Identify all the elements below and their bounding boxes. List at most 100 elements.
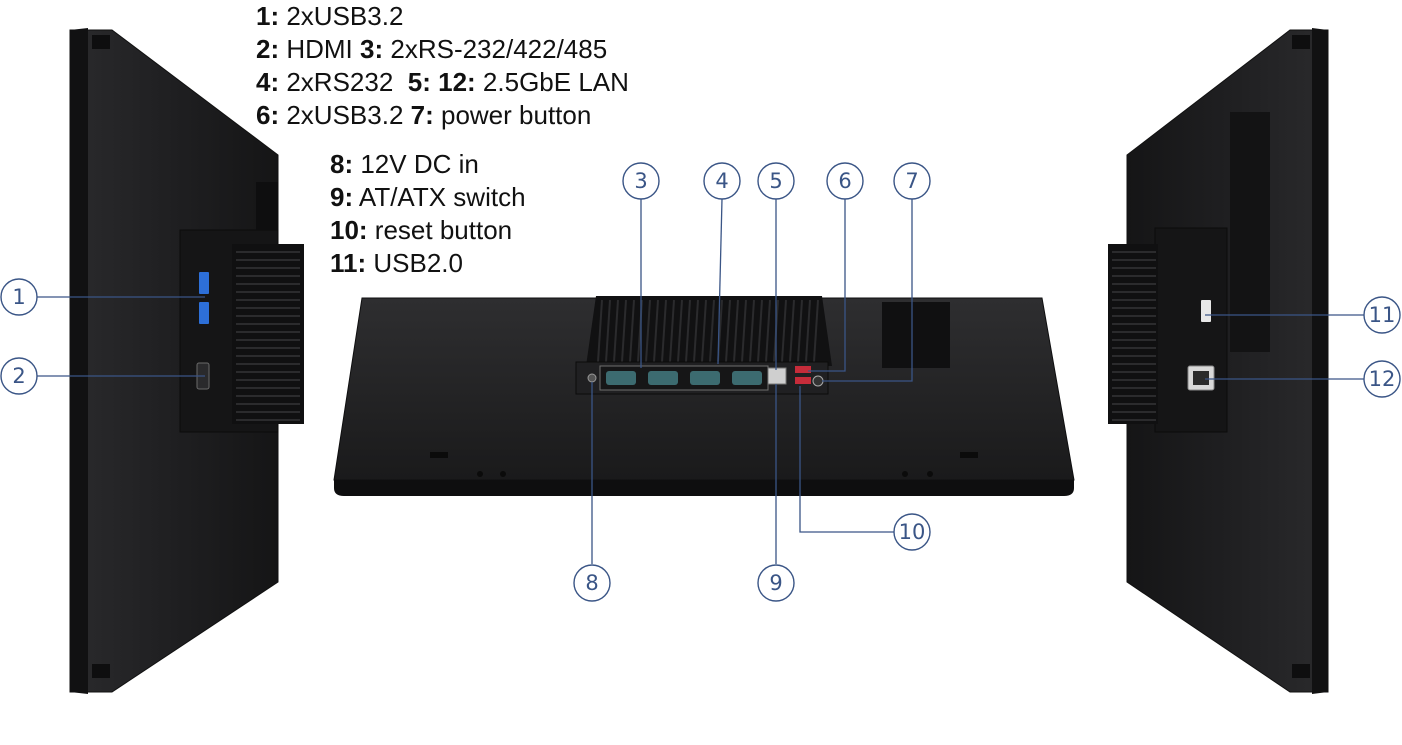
callout-circle-1 <box>0 278 38 316</box>
callout-leader-lines <box>37 198 1364 564</box>
legend-key: 12: <box>438 67 476 97</box>
legend-key: 3: <box>360 34 384 64</box>
heatsink-fin <box>709 299 715 363</box>
callout-number-11: 11 <box>1369 303 1396 327</box>
legend-key: 4: <box>256 67 280 97</box>
legend-text: reset button <box>367 215 513 245</box>
left-bracket-bottom <box>92 664 110 678</box>
callout-number-6: 6 <box>838 169 851 193</box>
callout-circle-6 <box>826 162 864 200</box>
legend-line-10: 10: reset button <box>330 214 526 247</box>
heatsink-fin <box>645 299 651 363</box>
dc-in-jack <box>587 373 597 383</box>
lan-port-center <box>767 367 787 385</box>
legend-text: USB2.0 <box>366 248 463 278</box>
heatsink-fin <box>813 299 819 363</box>
callout-circle-11 <box>1363 296 1401 334</box>
callout-number-7: 7 <box>905 169 918 193</box>
center-heatsink-fins <box>597 299 819 363</box>
callout-number-4: 4 <box>715 169 728 193</box>
legend-line-1: 1: 2xUSB3.2 <box>256 0 629 33</box>
callout-circle-9 <box>757 564 795 602</box>
right-side-panel <box>1108 28 1329 694</box>
legend-text: HDMI <box>279 34 361 64</box>
left-module-top <box>256 182 278 230</box>
right-heatsink <box>1108 244 1158 424</box>
legend-line-4: 6: 2xUSB3.2 7: power button <box>256 99 629 132</box>
legend-key: 10: <box>330 215 368 245</box>
left-bracket-top <box>92 35 110 49</box>
legend-line-2: 2: HDMI 3: 2xRS-232/422/485 <box>256 33 629 66</box>
legend-text: 2.5GbE LAN <box>475 67 629 97</box>
callout-number-8: 8 <box>585 571 598 595</box>
callout-number-5: 5 <box>769 169 782 193</box>
heatsink-fin <box>629 299 635 363</box>
heatsink-fin <box>605 299 611 363</box>
heatsink-fin <box>781 299 787 363</box>
usb-port-left-a <box>199 272 209 294</box>
heatsink-fin <box>597 299 603 363</box>
usb-port-left-b <box>199 302 209 324</box>
serial-port-4 <box>732 371 762 385</box>
callout-number-1: 1 <box>12 285 25 309</box>
heatsink-fin <box>693 299 699 363</box>
right-bracket-top <box>1292 35 1310 49</box>
legend-text: power button <box>433 100 592 130</box>
callout-circle-10 <box>893 513 931 551</box>
power-button <box>812 375 824 387</box>
left-side-panel <box>69 28 304 694</box>
heatsink-fin <box>661 299 667 363</box>
heatsink-fin <box>765 299 771 363</box>
callout-number-2: 2 <box>12 364 25 388</box>
legend-line-9: 9: AT/ATX switch <box>330 181 526 214</box>
left-heatsink <box>232 244 304 424</box>
heatsink-fin <box>733 299 739 363</box>
callout-circle-8 <box>573 564 611 602</box>
legend-key: 5: <box>407 67 431 97</box>
heatsink-fin <box>749 299 755 363</box>
serial-port-1 <box>606 371 636 385</box>
legend-text: 2xRS-232/422/485 <box>383 34 608 64</box>
legend-key: 8: <box>330 149 354 179</box>
legend-key: 1: <box>256 1 280 31</box>
legend-line-8: 8: 12V DC in <box>330 148 526 181</box>
legend-text: 2xUSB3.2 <box>279 100 411 130</box>
serial-port-3 <box>690 371 720 385</box>
callout-circle-2 <box>0 357 38 395</box>
left-panel-bezel <box>70 28 88 694</box>
heatsink-fin <box>797 299 803 363</box>
center-rear-panel <box>333 296 1075 496</box>
serial-port-2 <box>648 371 678 385</box>
callout-circle-3 <box>622 162 660 200</box>
usb-port-center-b <box>795 377 811 384</box>
callout-number-3: 3 <box>634 169 647 193</box>
heatsink-fin <box>621 299 627 363</box>
center-panel-dots <box>430 452 978 477</box>
callout-circles <box>0 162 1401 602</box>
heatsink-fin <box>805 299 811 363</box>
heatsink-fin <box>701 299 707 363</box>
legend-text: 12V DC in <box>353 149 479 179</box>
callout-number-12: 12 <box>1369 367 1396 391</box>
right-bracket-bottom <box>1292 664 1310 678</box>
legend-text: AT/ATX switch <box>353 182 526 212</box>
callout-circle-4 <box>703 162 741 200</box>
heatsink-fin <box>741 299 747 363</box>
callout-circle-5 <box>757 162 795 200</box>
legend-key: 6: <box>256 100 280 130</box>
legend-text: 2xRS232 <box>279 67 408 97</box>
legend-text: 2xUSB3.2 <box>279 1 404 31</box>
heatsink-fin <box>677 299 683 363</box>
usb-port-center-a <box>795 366 811 373</box>
legend-key: 11: <box>330 248 367 278</box>
legend-line-3: 4: 2xRS232 5: 12: 2.5GbE LAN <box>256 66 629 99</box>
heatsink-fin <box>669 299 675 363</box>
legend-key: 2: <box>256 34 280 64</box>
center-stand-block <box>882 302 950 368</box>
heatsink-fin <box>685 299 691 363</box>
heatsink-fin <box>653 299 659 363</box>
